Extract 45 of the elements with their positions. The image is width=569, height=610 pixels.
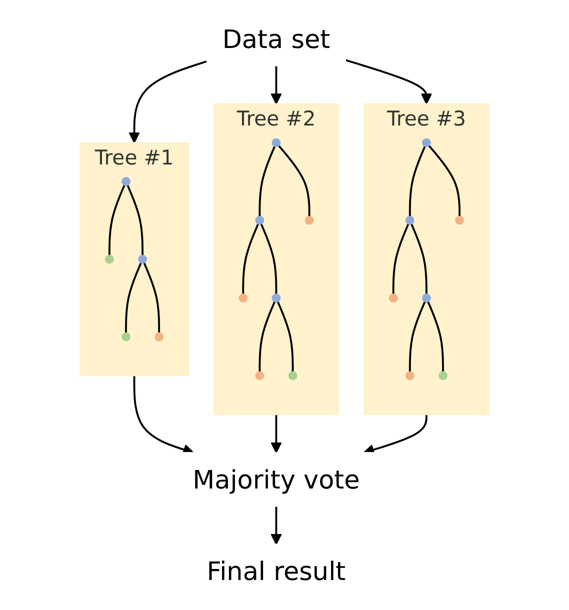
connector [408, 301, 426, 372]
node-circle [122, 177, 130, 186]
node-circle [438, 371, 448, 380]
node-circle [255, 371, 264, 380]
arrow [270, 66, 282, 104]
node-circle [405, 216, 414, 225]
node-circle [122, 332, 130, 342]
node-circle [238, 294, 248, 302]
node-circle [138, 254, 147, 264]
connector [276, 301, 294, 372]
connector [260, 223, 278, 294]
node-circle [272, 138, 281, 148]
cluster: Tree #3 [363, 103, 490, 416]
arrow [128, 60, 208, 144]
node-circle [304, 216, 314, 225]
connector [143, 262, 160, 333]
cluster: Tree #1 [80, 142, 190, 376]
cluster: Tree #2 [213, 103, 340, 416]
connector [392, 223, 410, 294]
connector [125, 262, 142, 333]
node-circle [422, 138, 431, 148]
node-circle [288, 371, 298, 380]
node-text: Final result [206, 556, 346, 586]
connector [408, 146, 426, 217]
node-circle [422, 294, 431, 302]
connector [278, 144, 310, 217]
node-circle [455, 216, 464, 225]
connector [427, 301, 444, 372]
node-circle [105, 254, 114, 264]
node-circle [154, 332, 164, 342]
connector [242, 223, 260, 294]
arrow [345, 59, 432, 104]
arrow [270, 506, 282, 545]
connector [258, 146, 276, 217]
node-text: Data set [222, 24, 330, 54]
node-circle [255, 216, 264, 225]
connector [258, 301, 276, 372]
node-circle [405, 371, 414, 380]
node-circle [388, 294, 398, 302]
connector [410, 223, 428, 294]
connector [108, 184, 126, 256]
connector [126, 184, 144, 256]
arrow [270, 414, 282, 454]
node-circle [272, 294, 281, 302]
connector [428, 144, 460, 217]
